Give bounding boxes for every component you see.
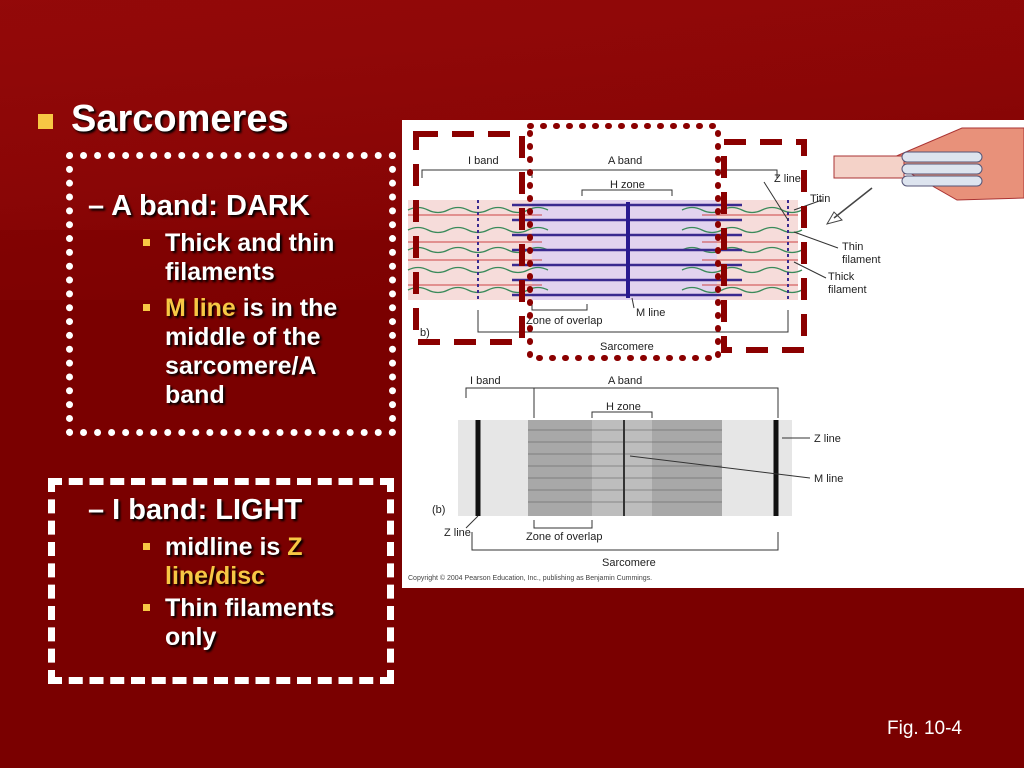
i-band-bullet-2-line-1: Thin filaments [165,594,335,622]
midline-text: midline is [165,533,288,561]
bottom-a-band-label: A band [608,375,642,387]
top-h-zone-label: H zone [610,179,645,191]
bullet-small-icon [143,239,150,246]
top-schematic [407,169,839,333]
bottom-micrograph [458,387,811,551]
sarcomere-diagram: I band A band H zone Z line Titin Thin f… [407,123,1024,582]
bottom-z-line-right-label: Z line [814,433,841,445]
thin-filament-label-1: Thin [842,241,863,253]
slide-title: Sarcomeres [71,98,289,140]
bullet-small-icon [143,543,150,550]
top-panel-label: b) [420,327,430,339]
bottom-zone-of-overlap-label: Zone of overlap [526,531,602,543]
i-band-dashed-overlay [413,131,525,345]
i-band-bullet-1-line-1: midline is Z [165,533,303,562]
thin-filament-label-2: filament [842,254,881,266]
z-highlight: Z [287,533,303,561]
bullet-square-icon [38,114,53,129]
top-m-line-label: M line [636,307,665,319]
a-band-bullet-2-line-2: middle of the [165,323,321,351]
i-band-bullet-2-line-2: only [165,623,217,651]
title-row: Sarcomeres [38,98,289,141]
bottom-h-zone-label: H zone [606,401,641,413]
m-line-highlight: M line [165,294,236,322]
copyright-text: Copyright © 2004 Pearson Education, Inc.… [408,574,652,582]
thick-filament-label-2: filament [828,284,867,296]
bullet-small-icon [143,304,150,311]
top-zone-of-overlap-label: Zone of overlap [526,315,602,327]
top-a-band-label: A band [608,155,642,167]
muscle-fiber-illustration [825,127,1024,225]
top-z-line-label: Z line [774,173,801,185]
m-line-rest: is in the [235,294,338,322]
a-band-bullet-1-line-1: Thick and thin [165,229,335,257]
a-band-bullet-2-line-1: M line is in the [165,294,337,323]
i-band-heading: – I band: LIGHT [88,494,303,526]
titin-label: Titin [810,193,830,205]
bottom-panel-label: (b) [432,504,445,516]
bottom-z-line-left-label: Z line [444,527,471,539]
a-band-heading: – A band: DARK [88,190,310,222]
bottom-i-band-label: I band [470,375,501,387]
i-band-dashed-box [48,478,394,684]
bottom-m-line-label: M line [814,473,843,485]
a-band-dotted-box [66,152,396,436]
a-band-bullet-1-line-2: filaments [165,258,275,286]
thick-filament-label-1: Thick [828,271,855,283]
a-band-dotted-overlay [527,123,721,361]
top-sarcomere-label: Sarcomere [600,341,654,353]
i-band-dashed-overlay-right [721,139,807,353]
bullet-small-icon [143,604,150,611]
i-band-bullet-1-line-2: line/disc [165,562,266,590]
a-band-bullet-2-line-4: band [165,381,225,409]
figure-reference: Fig. 10-4 [887,718,962,739]
a-band-bullet-2-line-3: sarcomere/A [165,352,317,380]
top-i-band-label: I band [468,155,499,167]
sarcomere-figure: I band A band H zone Z line Titin Thin f… [402,120,1024,588]
bottom-sarcomere-label: Sarcomere [602,557,656,569]
